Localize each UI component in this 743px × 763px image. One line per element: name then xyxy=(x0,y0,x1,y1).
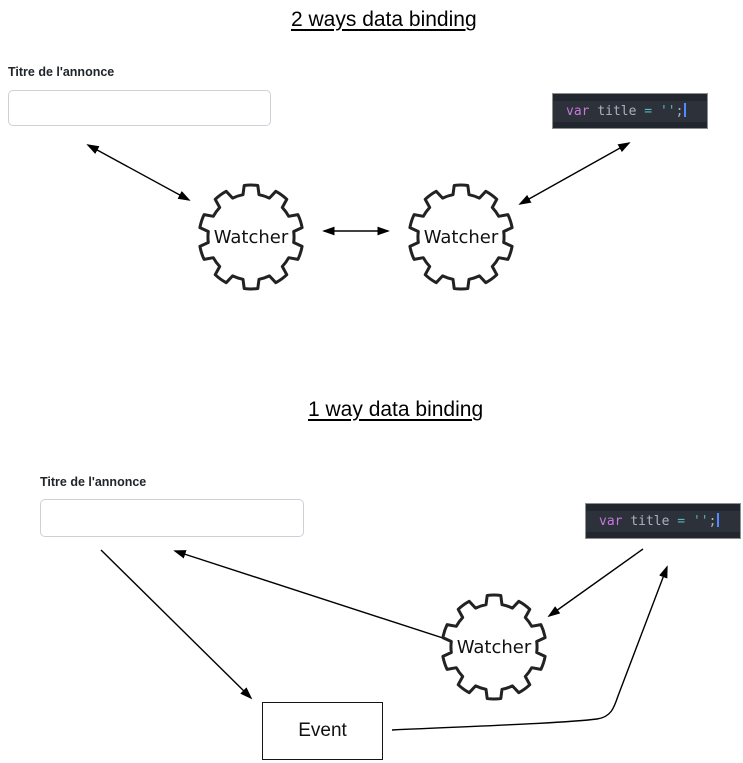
announce-title-label: Titre de l'annonce xyxy=(40,475,147,489)
code-identifier: title xyxy=(597,103,645,119)
code-string: '' xyxy=(659,103,676,119)
one-way-title: 1 way data binding xyxy=(308,398,484,421)
watcher-gear-icon: Watcher xyxy=(408,183,514,291)
announce-title-input[interactable] xyxy=(40,499,304,537)
watcher-gear-icon: Watcher xyxy=(441,593,547,701)
code-keyword: var xyxy=(599,513,631,529)
event-label: Event xyxy=(298,720,347,741)
text-cursor xyxy=(717,512,720,527)
code-line: var title = ''; xyxy=(553,100,707,122)
announce-title-input[interactable] xyxy=(8,90,271,126)
text-cursor xyxy=(684,102,687,117)
code-operator: = xyxy=(644,103,660,119)
watcher-label: Watcher xyxy=(424,227,499,248)
announce-title-label: Titre de l'annonce xyxy=(8,65,115,79)
code-snippet: var title = ''; xyxy=(585,503,741,539)
code-line: var title = ''; xyxy=(586,510,740,532)
code-operator: = xyxy=(677,513,693,529)
two-way-watcher-code-arrow xyxy=(518,142,631,205)
two-way-title: 2 ways data binding xyxy=(291,8,477,31)
code-identifier: title xyxy=(630,513,678,529)
event-box: Event xyxy=(262,702,383,760)
one-way-watcher-input-arrow xyxy=(173,550,447,640)
code-semicolon: ; xyxy=(708,513,717,529)
one-way-input-event-arrow xyxy=(100,549,253,700)
two-way-input-watcher-arrow xyxy=(86,144,191,201)
code-string: '' xyxy=(692,513,709,529)
watcher-gear-icon: Watcher xyxy=(198,183,304,291)
watcher-label: Watcher xyxy=(214,227,289,248)
one-way-code-watcher-arrow xyxy=(547,548,644,618)
code-semicolon: ; xyxy=(675,103,684,119)
code-snippet: var title = ''; xyxy=(552,93,708,129)
code-keyword: var xyxy=(566,103,598,119)
watcher-label: Watcher xyxy=(457,637,532,658)
